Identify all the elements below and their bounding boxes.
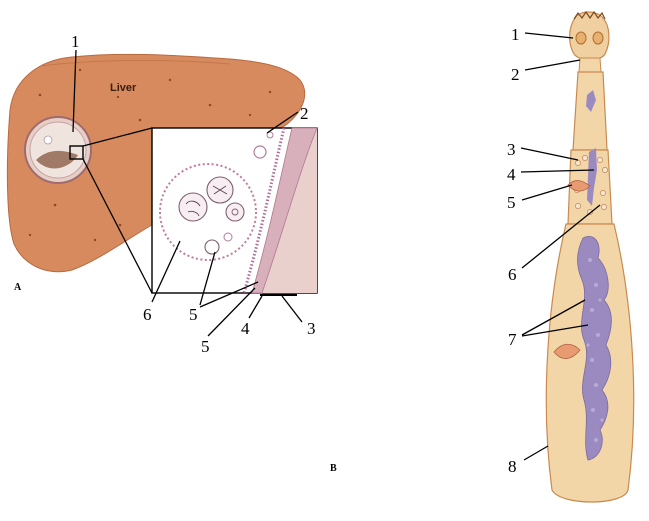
callout-b-8: 8 xyxy=(508,457,517,476)
small-vesicle xyxy=(224,233,232,241)
cyst-inner-membrane xyxy=(30,122,86,178)
cyst-vesicle xyxy=(44,136,52,144)
callout-a-1: 1 xyxy=(71,32,80,51)
immature-proglottid xyxy=(573,72,607,150)
leader-b-3 xyxy=(521,148,578,160)
budding-capsule xyxy=(254,146,266,158)
leader-b-2 xyxy=(525,60,580,70)
panel-a-label: A xyxy=(14,282,22,293)
callout-b-3: 3 xyxy=(507,140,516,159)
protoscolex xyxy=(226,203,244,221)
callout-a-6: 6 xyxy=(143,305,152,324)
callout-a-5b: 5 xyxy=(201,337,210,356)
callout-a-2: 2 xyxy=(300,104,309,123)
panel-a: Liver 1 2 3 4 xyxy=(7,32,317,356)
daughter-vesicle xyxy=(205,240,219,254)
callout-b-6: 6 xyxy=(508,265,517,284)
callout-b-1: 1 xyxy=(511,25,520,44)
panel-b: 1 2 3 4 5 6 7 8 B xyxy=(330,12,634,502)
protoscolex xyxy=(179,193,207,221)
callout-b-4: 4 xyxy=(507,165,516,184)
neck xyxy=(579,58,601,72)
leader-b-1 xyxy=(525,33,573,38)
leader-a-4 xyxy=(249,296,262,318)
panel-b-label: B xyxy=(330,463,337,474)
leader-b-8 xyxy=(524,446,548,460)
callout-a-5a: 5 xyxy=(189,305,198,324)
leader-b-5 xyxy=(522,185,572,200)
callout-b-7: 7 xyxy=(508,330,517,349)
callout-a-3: 3 xyxy=(307,319,316,338)
sucker xyxy=(593,32,603,44)
callout-a-4: 4 xyxy=(241,319,250,338)
callout-b-2: 2 xyxy=(511,65,520,84)
callout-b-5: 5 xyxy=(507,193,516,212)
leader-a-3 xyxy=(282,296,302,322)
liver-label: Liver xyxy=(110,82,137,94)
sucker xyxy=(576,32,586,44)
